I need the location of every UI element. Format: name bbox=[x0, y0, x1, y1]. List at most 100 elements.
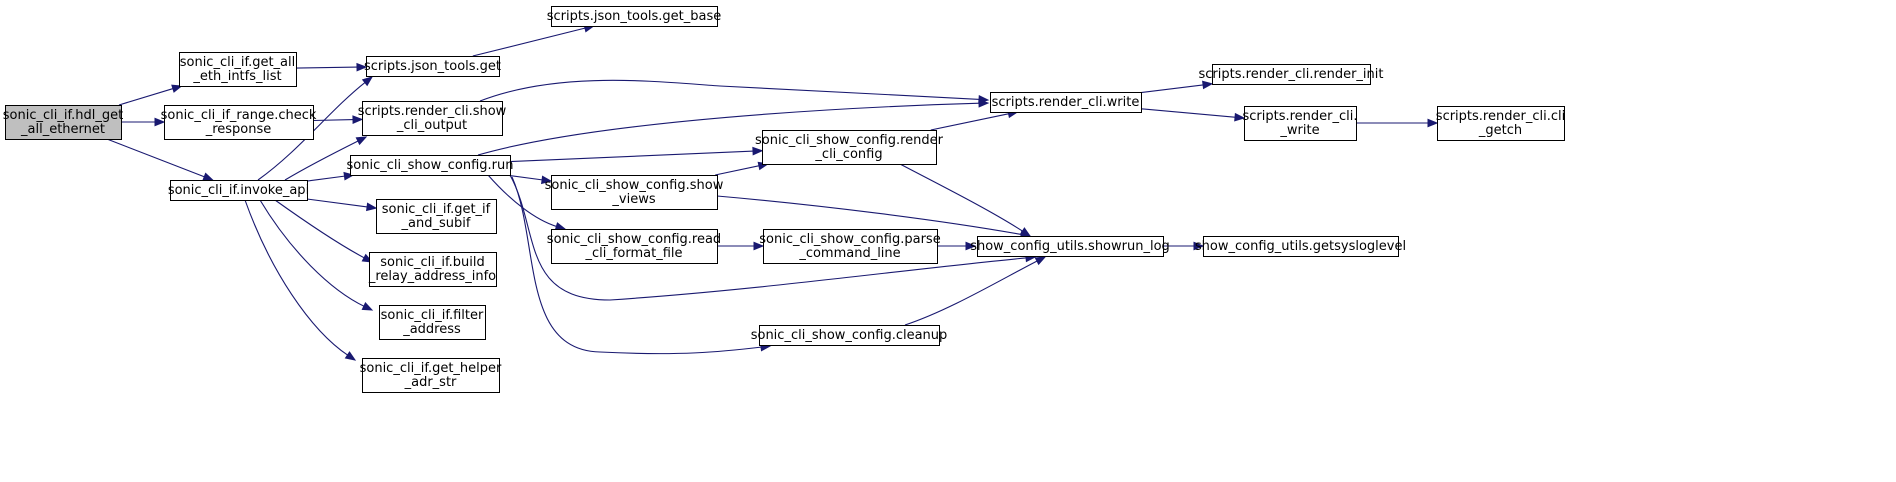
edge-arrowhead bbox=[978, 98, 990, 108]
node-show-cli-output[interactable]: scripts.render_cli.show_cli_output bbox=[358, 101, 507, 136]
node-getsysloglevel[interactable]: show_config_utils.getsysloglevel bbox=[1195, 236, 1406, 257]
edge-invoke_api-to-show_cli_output bbox=[284, 136, 368, 181]
node-label-line: _eth_intfs_list bbox=[192, 69, 281, 84]
edge-line bbox=[479, 79, 981, 102]
node-render-cli-config[interactable]: sonic_cli_show_config.render_cli_config bbox=[755, 130, 944, 165]
edge-arrowhead bbox=[752, 146, 764, 156]
node-label-line: sonic_cli_show_config.render bbox=[755, 133, 944, 148]
edge-line bbox=[306, 175, 346, 182]
edge-line bbox=[716, 195, 1023, 236]
edge-line bbox=[509, 174, 1028, 301]
edge-invoke_api-to-get_helper bbox=[244, 199, 357, 361]
node-label-line: _response bbox=[205, 122, 272, 137]
node-box bbox=[759, 325, 940, 346]
edge-line bbox=[472, 27, 587, 57]
edge-line bbox=[509, 150, 755, 163]
edge-line bbox=[477, 102, 981, 156]
node-show-views[interactable]: sonic_cli_show_config.show_views bbox=[545, 175, 724, 210]
node-range-check[interactable]: sonic_cli_if_range.check_response bbox=[161, 105, 317, 140]
edge-line bbox=[259, 199, 366, 308]
edge-config_run-to-render_cli_config bbox=[509, 146, 764, 163]
edge-render_cli_config-to-showrun_log bbox=[899, 163, 1032, 237]
node-build-relay[interactable]: sonic_cli_if.build_relay_address_info bbox=[368, 252, 497, 287]
edge-show_cli_output-to-render_write bbox=[479, 79, 990, 104]
edge-line bbox=[295, 66, 359, 69]
node-box bbox=[369, 252, 497, 287]
edge-config_run-to-render_write bbox=[477, 98, 990, 156]
edge-arrowhead bbox=[554, 222, 567, 231]
node-label-line: sonic_cli_if_range.check bbox=[161, 108, 317, 123]
edge-arrowhead bbox=[366, 202, 378, 212]
node-render-init[interactable]: scripts.render_cli.render_init bbox=[1199, 64, 1384, 85]
edge-line bbox=[930, 113, 1010, 131]
node-parse-cmd[interactable]: sonic_cli_show_config.parse_command_line bbox=[759, 229, 941, 264]
node-json-get[interactable]: scripts.json_tools.get bbox=[364, 56, 501, 77]
node-label-line: _address bbox=[402, 322, 461, 337]
node-label-line: sonic_cli_show_config.show bbox=[545, 178, 724, 193]
edge-arrowhead bbox=[1234, 112, 1246, 122]
node-box bbox=[366, 56, 500, 77]
node-box bbox=[179, 52, 297, 87]
edge-hdl-to-range_check bbox=[121, 117, 166, 127]
node-label-line: _and_subif bbox=[401, 216, 471, 231]
node-label-line: sonic_cli_if.build bbox=[380, 255, 484, 270]
edge-arrowhead bbox=[1193, 241, 1205, 251]
node-get-if-subif[interactable]: sonic_cli_if.get_if_and_subif bbox=[376, 199, 497, 234]
node-get-all-eth[interactable]: sonic_cli_if.get_all_eth_intfs_list bbox=[179, 52, 297, 87]
node-cli-getch[interactable]: scripts.render_cli.cli_getch bbox=[1436, 106, 1565, 141]
node-cleanup[interactable]: sonic_cli_show_config.cleanup bbox=[751, 325, 948, 346]
node-get-helper[interactable]: sonic_cli_if.get_helper_adr_str bbox=[360, 358, 502, 393]
edges-layer bbox=[106, 24, 1439, 361]
edge-render_write-to-render__write bbox=[1140, 108, 1246, 122]
edge-line bbox=[257, 81, 367, 181]
edge-showrun_log-to-getsysloglevel bbox=[1163, 241, 1205, 251]
node-render--write[interactable]: scripts.render_cli._write bbox=[1242, 106, 1358, 141]
node-label-line: _cli_output bbox=[396, 118, 467, 133]
node-label-line: sonic_cli_show_config.parse bbox=[759, 232, 940, 247]
edge-arrowhead bbox=[352, 115, 364, 124]
node-box bbox=[1212, 64, 1371, 85]
node-label-line: sonic_cli_show_config.cleanup bbox=[751, 328, 948, 343]
node-label-line: sonic_cli_if.filter bbox=[381, 308, 484, 323]
node-label-line: _relay_address_info bbox=[368, 269, 496, 284]
node-label-line: sonic_cli_if.hdl_get bbox=[3, 108, 123, 123]
node-read-cli-format[interactable]: sonic_cli_show_config.read_cli_format_fi… bbox=[547, 229, 721, 264]
node-filter-address[interactable]: sonic_cli_if.filter_address bbox=[379, 305, 486, 340]
node-box bbox=[362, 358, 500, 393]
node-box bbox=[1437, 106, 1565, 141]
edge-render_cli_config-to-render_write bbox=[930, 109, 1019, 131]
edge-invoke_api-to-get_if_subif bbox=[306, 198, 378, 212]
node-render-write[interactable]: scripts.render_cli.write bbox=[990, 92, 1142, 113]
edge-line bbox=[244, 199, 349, 357]
node-label-line: scripts.render_cli.write bbox=[992, 95, 1140, 110]
node-invoke-api[interactable]: sonic_cli_if.invoke_api bbox=[168, 180, 309, 201]
edge-line bbox=[511, 176, 763, 355]
node-showrun-log[interactable]: show_config_utils.showrun_log bbox=[970, 236, 1170, 257]
edge-arrowhead bbox=[202, 172, 214, 181]
edge-hdl-to-get_all_eth bbox=[118, 84, 183, 106]
edge-line bbox=[899, 163, 1024, 233]
edge-arrowhead bbox=[965, 241, 977, 251]
edge-line bbox=[904, 260, 1039, 326]
edge-arrowhead bbox=[355, 136, 368, 146]
node-label-line: scripts.json_tools.get_base bbox=[547, 9, 722, 24]
edge-render__write-to-cli_getch bbox=[1356, 118, 1439, 128]
node-label-line: _command_line bbox=[798, 246, 900, 261]
node-label-line: scripts.render_cli.show bbox=[358, 104, 507, 119]
edge-arrowhead bbox=[541, 175, 553, 185]
node-json-get-base[interactable]: scripts.json_tools.get_base bbox=[547, 6, 722, 27]
node-label-line: scripts.render_cli. bbox=[1242, 109, 1357, 124]
node-hdl[interactable]: sonic_cli_if.hdl_get_all_ethernet bbox=[3, 105, 123, 140]
node-label-line: scripts.json_tools.get bbox=[364, 59, 501, 74]
edge-render_write-to-render_init bbox=[1140, 80, 1214, 94]
node-label-line: sonic_cli_if.get_if bbox=[382, 202, 491, 217]
node-box bbox=[763, 229, 938, 264]
node-box bbox=[164, 105, 314, 140]
node-box bbox=[551, 229, 718, 264]
node-config-run[interactable]: sonic_cli_show_config.run bbox=[347, 155, 514, 176]
edge-arrowhead bbox=[753, 241, 765, 251]
node-box bbox=[5, 105, 122, 140]
edge-arrowhead bbox=[154, 117, 166, 127]
node-label-line: show_config_utils.getsysloglevel bbox=[1195, 239, 1406, 254]
